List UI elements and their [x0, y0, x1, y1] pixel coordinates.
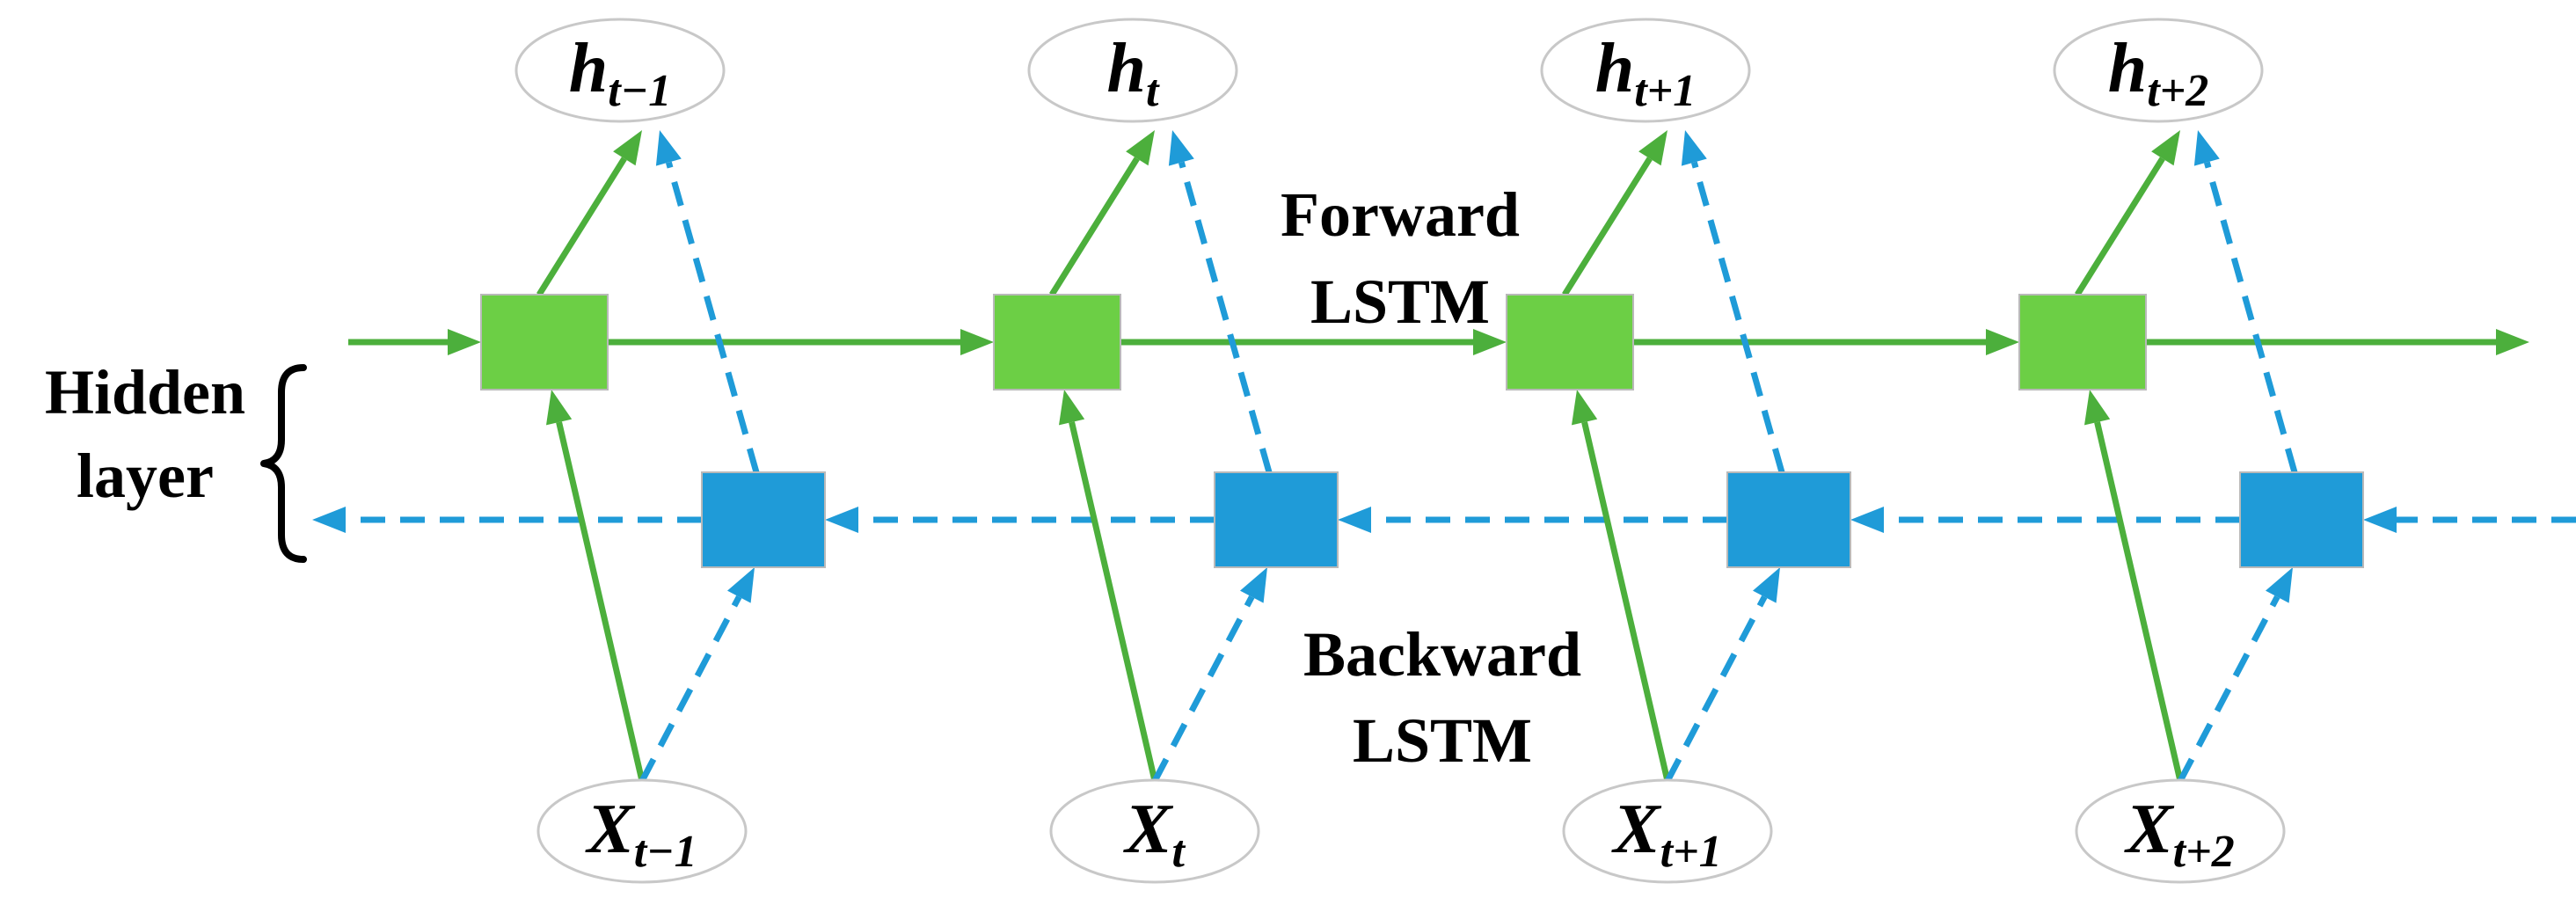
input-label-1: Xt	[1122, 791, 1186, 877]
forward-lstm-cell-2	[1506, 294, 1634, 390]
input-to-backward-1-arrowhead	[1240, 567, 1267, 603]
input-label-3: Xt+2	[2123, 791, 2234, 877]
connection-layer	[346, 157, 2576, 783]
hidden-layer-brace	[260, 364, 307, 563]
backward-lstm-label-line2: LSTM	[1353, 705, 1532, 776]
input-to-backward-0-arrowhead	[727, 567, 755, 603]
input-to-forward-3-arrowhead	[2084, 390, 2111, 426]
forward-to-output-0-line	[536, 157, 627, 296]
backward-lstm-cell-0	[701, 471, 826, 568]
backward-to-output-2-arrowhead	[1681, 130, 1707, 166]
backward-exit-arrowhead	[312, 507, 346, 533]
backward-chain-3-arrowhead	[1850, 507, 1884, 533]
forward-chain-0-arrowhead	[960, 329, 994, 355]
input-node-0	[536, 778, 748, 884]
input-to-backward-0-line	[639, 595, 742, 783]
output-node-3	[2053, 18, 2264, 123]
backward-to-output-3-line	[2203, 161, 2298, 473]
input-label-0: Xt−1	[584, 791, 697, 877]
output-node-0	[514, 18, 726, 123]
backward-to-output-2-line	[1690, 161, 1785, 473]
input-node-2	[1562, 778, 1773, 884]
input-to-backward-3-line	[2177, 595, 2280, 783]
input-node-3	[2075, 778, 2286, 884]
input-to-forward-1-line	[1069, 421, 1158, 782]
forward-entry-arrowhead	[448, 329, 481, 355]
forward-to-output-1-line	[1049, 157, 1140, 296]
backward-lstm-label-line1: Backward	[1303, 619, 1581, 690]
input-to-forward-2-arrowhead	[1572, 390, 1598, 426]
forward-lstm-label-line1: Forward	[1281, 179, 1520, 250]
forward-chain-1-arrowhead	[1473, 329, 1507, 355]
backward-to-output-0-arrowhead	[655, 130, 682, 166]
input-to-forward-2-line	[1581, 421, 1671, 782]
hidden-layer-label-line2: layer	[77, 441, 214, 511]
forward-lstm-cell-1	[993, 294, 1121, 390]
input-to-backward-1-line	[1151, 595, 1255, 783]
hidden-layer-label-line1: Hidden	[45, 357, 245, 427]
forward-to-output-2-arrowhead	[1638, 130, 1667, 166]
forward-chain-2-arrowhead	[1986, 329, 2019, 355]
output-label-3: ht+2	[2108, 30, 2209, 116]
output-node-1	[1027, 18, 1238, 123]
input-to-forward-3-line	[2094, 421, 2184, 782]
forward-to-output-3-line	[2075, 157, 2165, 296]
backward-to-output-1-line	[1178, 161, 1273, 473]
backward-chain-2-arrowhead	[1338, 507, 1371, 533]
forward-exit-arrowhead	[2496, 329, 2529, 355]
forward-to-output-3-arrowhead	[2151, 130, 2180, 166]
forward-lstm-cell-3	[2018, 294, 2147, 390]
input-to-forward-0-arrowhead	[546, 390, 573, 426]
forward-to-output-0-arrowhead	[613, 130, 642, 166]
backward-to-output-1-arrowhead	[1168, 130, 1194, 166]
forward-lstm-cell-0	[480, 294, 609, 390]
input-to-backward-2-line	[1664, 595, 1768, 783]
backward-entry-arrowhead	[2363, 507, 2397, 533]
backward-to-output-0-line	[665, 161, 760, 473]
output-label-2: ht+1	[1595, 30, 1697, 116]
forward-lstm-label-line2: LSTM	[1310, 266, 1490, 337]
forward-to-output-1-arrowhead	[1126, 130, 1155, 166]
output-node-2	[1540, 18, 1751, 123]
input-to-backward-2-arrowhead	[1753, 567, 1780, 603]
input-to-forward-1-arrowhead	[1059, 390, 1085, 426]
forward-to-output-2-line	[1562, 157, 1653, 296]
output-label-0: ht−1	[569, 30, 671, 116]
backward-chain-1-arrowhead	[825, 507, 858, 533]
backward-lstm-cell-1	[1214, 471, 1339, 568]
input-to-forward-0-line	[556, 421, 646, 782]
arrowhead-layer	[312, 130, 2529, 603]
input-node-1	[1049, 778, 1260, 884]
backward-lstm-cell-2	[1726, 471, 1851, 568]
backward-to-output-3-arrowhead	[2193, 130, 2220, 166]
input-label-2: Xt+1	[1610, 791, 1721, 877]
output-label-1: ht	[1107, 30, 1161, 116]
backward-lstm-cell-3	[2239, 471, 2364, 568]
input-to-backward-3-arrowhead	[2266, 567, 2293, 603]
